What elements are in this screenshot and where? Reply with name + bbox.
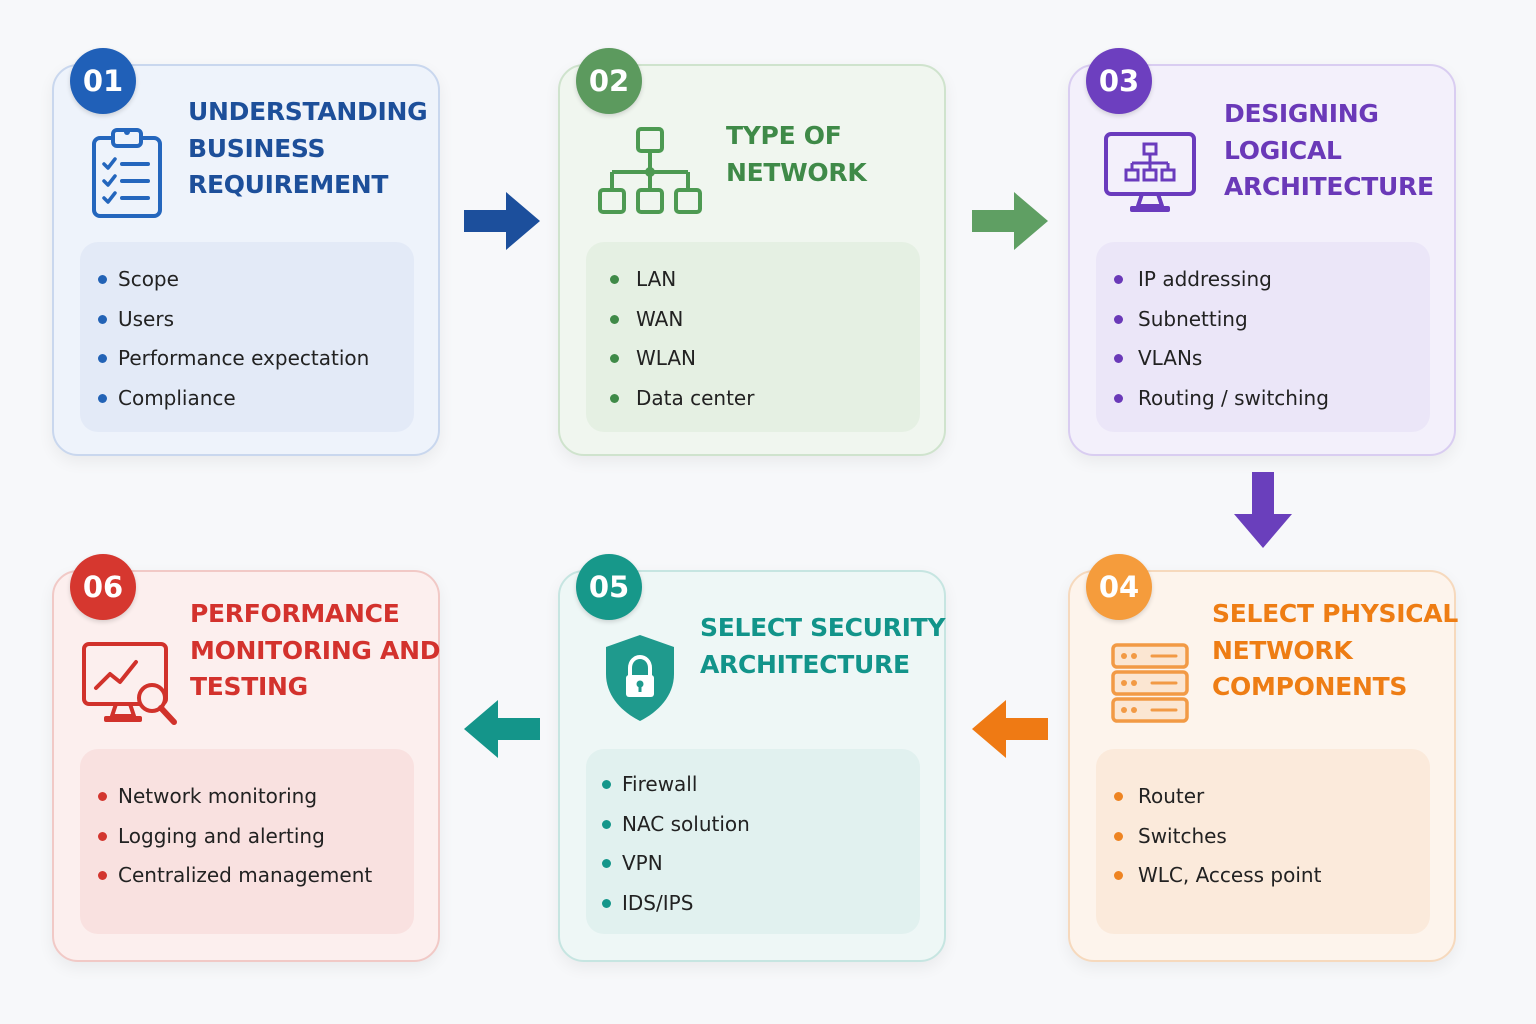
list-item: VPN [602, 850, 902, 890]
list-item: Compliance [98, 385, 396, 425]
step-card-02: 02 TYPE OF NETWORK LAN WAN W [558, 48, 946, 456]
step-title: SELECT PHYSICAL NETWORK COMPONENTS [1212, 596, 1458, 706]
step-items-panel: LAN WAN WLAN Data center [586, 242, 920, 432]
list-item: Logging and alerting [98, 823, 396, 863]
title-line: TESTING [190, 672, 308, 701]
list-item: Router [1114, 783, 1412, 823]
list-item: WLAN [610, 345, 902, 385]
step-title: PERFORMANCE MONITORING AND TESTING [190, 596, 440, 706]
arrow-right-icon [464, 192, 542, 250]
step-card-01: 01 UNDERSTANDING BUSINESS REQUIREMENT Sc… [52, 48, 440, 456]
arrow-left-icon [970, 700, 1048, 758]
title-line: BUSINESS [188, 133, 326, 163]
step-title: TYPE OF NETWORK [726, 118, 867, 191]
step-number-badge: 03 [1086, 48, 1152, 114]
title-line: COMPONENTS [1212, 672, 1408, 701]
title-line: UNDERSTANDING [188, 97, 428, 126]
step-title: UNDERSTANDING BUSINESS REQUIREMENT [188, 94, 428, 204]
step-title: SELECT SECURITY ARCHITECTURE [700, 610, 945, 683]
step-number-badge: 05 [576, 554, 642, 620]
monitor-chart-magnifier-icon [80, 640, 180, 728]
list-item: Scope [98, 266, 396, 306]
monitor-topology-icon [1102, 130, 1198, 216]
list-item: Centralized management [98, 862, 396, 902]
list-item: NAC solution [602, 811, 902, 851]
step-items-panel: Router Switches WLC, Access point [1096, 749, 1430, 934]
list-item: Firewall [602, 771, 902, 811]
step-items-panel: IP addressing Subnetting VLANs Routing /… [1096, 242, 1430, 432]
list-item: IDS/IPS [602, 890, 902, 930]
step-items-panel: Scope Users Performance expectation Comp… [80, 242, 414, 432]
list-item: Network monitoring [98, 783, 396, 823]
step-items-panel: Network monitoring Logging and alerting … [80, 749, 414, 934]
list-item: LAN [610, 266, 902, 306]
title-line: PERFORMANCE [190, 599, 400, 628]
arrow-left-icon [462, 700, 540, 758]
clipboard-checklist-icon [90, 126, 164, 220]
title-line: ARCHITECTURE [1224, 172, 1434, 201]
title-line: DESIGNING [1224, 99, 1379, 128]
step-card-06: 06 PERFORMANCE MONITORING AND TESTING Ne… [52, 554, 440, 962]
shield-lock-icon [602, 632, 678, 724]
title-line: LOGICAL [1224, 135, 1342, 165]
title-line: TYPE OF [726, 121, 842, 150]
list-item: Data center [610, 385, 902, 425]
network-hierarchy-icon [596, 126, 704, 218]
arrow-right-icon [972, 192, 1050, 250]
list-item: IP addressing [1114, 266, 1412, 306]
list-item: Switches [1114, 823, 1412, 863]
step-number-badge: 02 [576, 48, 642, 114]
title-line: SELECT SECURITY [700, 613, 946, 642]
step-card-03: 03 DESIGNING LOGICAL ARCHITECTURE [1068, 48, 1456, 456]
list-item: WLC, Access point [1114, 862, 1412, 902]
arrow-down-icon [1234, 472, 1292, 550]
list-item: Routing / switching [1114, 385, 1412, 425]
title-line: NETWORK [726, 157, 867, 187]
title-line: NETWORK [1212, 635, 1353, 665]
step-number-badge: 04 [1086, 554, 1152, 620]
list-item: VLANs [1114, 345, 1412, 385]
step-number-badge: 01 [70, 48, 136, 114]
step-card-05: 05 SELECT SECURITY ARCHITECTURE Firewall… [558, 554, 946, 962]
step-items-panel: Firewall NAC solution VPN IDS/IPS [586, 749, 920, 934]
list-item: Performance expectation [98, 345, 396, 385]
list-item: Subnetting [1114, 306, 1412, 346]
list-item: WAN [610, 306, 902, 346]
list-item: Users [98, 306, 396, 346]
step-title: DESIGNING LOGICAL ARCHITECTURE [1224, 96, 1434, 206]
step-card-04: 04 SELECT PHYSICAL NETWORK COMPONENTS Ro… [1068, 554, 1458, 962]
title-line: MONITORING AND [190, 635, 441, 665]
title-line: REQUIREMENT [188, 170, 389, 199]
title-line: SELECT PHYSICAL [1212, 599, 1458, 628]
step-number-badge: 06 [70, 554, 136, 620]
title-line: ARCHITECTURE [700, 649, 910, 679]
server-rack-icon [1110, 642, 1190, 726]
